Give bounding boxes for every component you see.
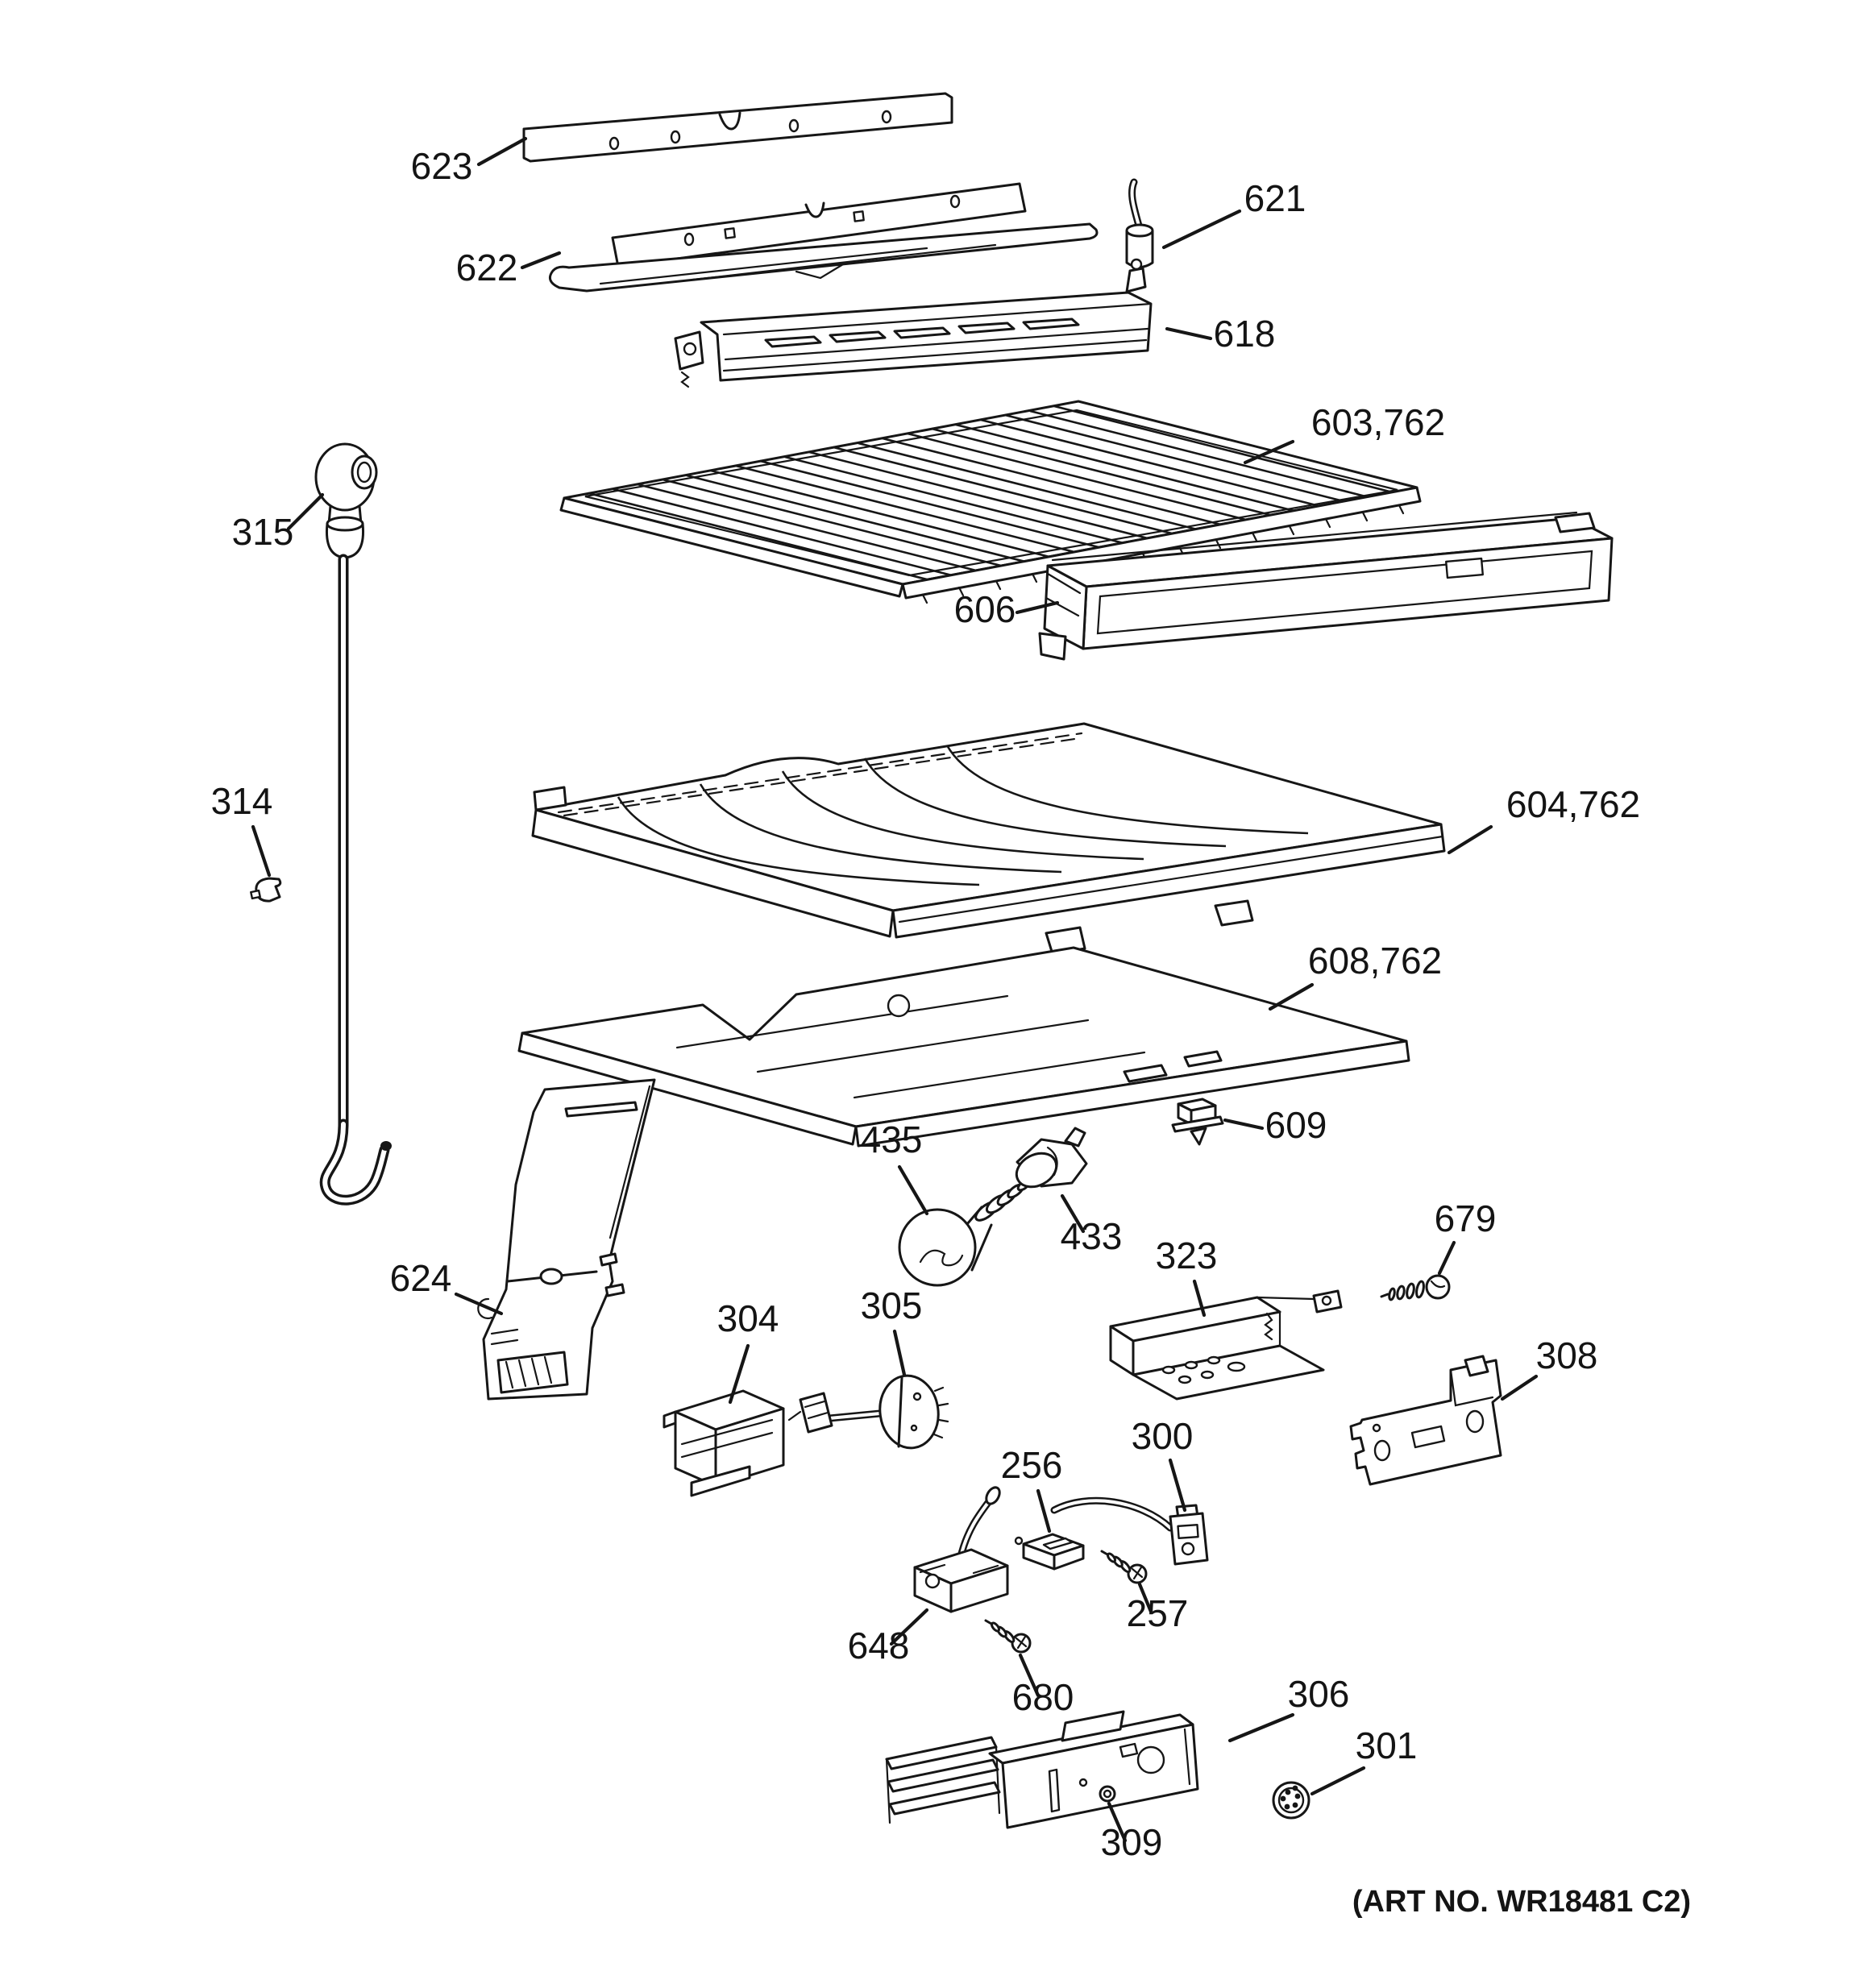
part-648-damper-motor [913, 1486, 1009, 1613]
art-number-note: (ART NO. WR18481 C2) [1352, 1885, 1691, 1919]
part-label-257: 257 [1127, 1592, 1189, 1634]
part-621-wire-capacitor [1125, 178, 1154, 268]
part-label-301: 301 [1356, 1724, 1418, 1766]
part-609-clip [1171, 1098, 1224, 1146]
part-256-switch [1014, 1533, 1085, 1571]
part-label-609: 609 [1265, 1104, 1327, 1146]
part-label-606: 606 [954, 588, 1016, 630]
part-label-433: 433 [1061, 1215, 1123, 1257]
part-label-305: 305 [861, 1285, 923, 1326]
part-label-315: 315 [232, 511, 294, 553]
part-314-tube-clip [250, 877, 282, 903]
part-label-314: 314 [211, 780, 273, 822]
part-label-604-762: 604,762 [1506, 783, 1640, 825]
part-603-ribbed-shelf [559, 400, 1422, 604]
part-label-435: 435 [861, 1119, 923, 1160]
part-680-screw [984, 1619, 1032, 1654]
part-305-damper-dial [787, 1374, 949, 1450]
part-433-bulb-socket [1015, 1127, 1088, 1189]
part-label-608-762: 608,762 [1308, 940, 1442, 982]
part-label-679: 679 [1435, 1197, 1497, 1239]
part-label-306: 306 [1288, 1673, 1350, 1715]
part-435-light-bulb [898, 1179, 1031, 1287]
part-label-256: 256 [1001, 1444, 1063, 1486]
part-257-screw [1100, 1550, 1148, 1584]
leader-lines [251, 136, 1539, 1843]
part-623-top-bar [522, 92, 953, 163]
part-618-control-housing [674, 258, 1153, 388]
part-300-thermostat [1050, 1496, 1209, 1566]
part-label-622: 622 [456, 247, 518, 288]
part-624-divider-panel [477, 1078, 656, 1401]
part-label-618: 618 [1214, 313, 1276, 355]
part-606-drawer-cover [1038, 511, 1614, 661]
part-304-bracket [663, 1389, 785, 1497]
part-308-mounting-plate [1349, 1355, 1502, 1486]
part-label-621: 621 [1244, 177, 1306, 219]
part-622-trim-tray [548, 182, 1099, 293]
part-315-drain-tube [314, 442, 392, 1206]
part-608-separator-tray [517, 946, 1410, 1148]
part-label-323: 323 [1156, 1235, 1218, 1276]
part-679-screw [1380, 1274, 1451, 1301]
part-306-control-cover [885, 1710, 1199, 1829]
callout-labels: 623 622 621 618 603,762 606 604,762 608,… [211, 145, 1691, 1919]
part-label-680: 680 [1012, 1676, 1074, 1718]
part-label-300: 300 [1132, 1415, 1194, 1457]
part-604-compartment-shelf [531, 722, 1446, 956]
part-label-603-762: 603,762 [1311, 401, 1445, 443]
part-label-623: 623 [411, 145, 473, 187]
part-label-308: 308 [1536, 1334, 1598, 1376]
part-label-648: 648 [848, 1625, 910, 1666]
part-label-304: 304 [717, 1297, 779, 1339]
part-label-624: 624 [390, 1257, 452, 1299]
part-label-309: 309 [1101, 1821, 1163, 1863]
part-323-control-bracket [1109, 1289, 1343, 1401]
part-301-button-plug [1272, 1781, 1310, 1820]
